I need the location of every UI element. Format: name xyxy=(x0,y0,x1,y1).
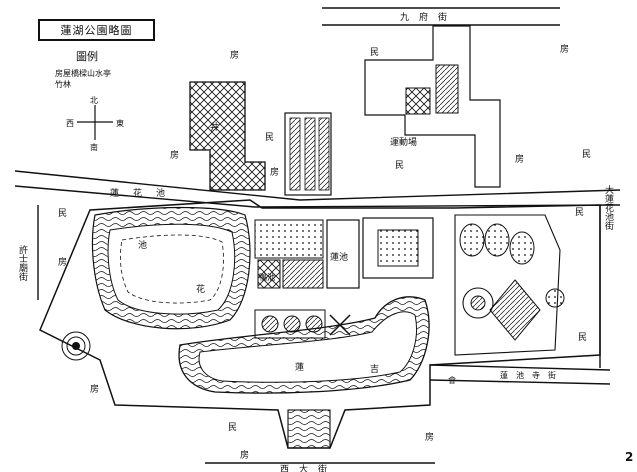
north-buildings xyxy=(364,25,501,188)
east-lower-street-label: 蓮池寺街 xyxy=(500,370,564,380)
legend-row-1: 房屋橋樑山水亭 xyxy=(55,69,111,78)
hall-label: 會 xyxy=(448,375,456,385)
legend-heading: 圖例 xyxy=(76,50,98,63)
compass-west: 西 xyxy=(66,119,74,128)
house-label-8: 房 xyxy=(240,449,249,461)
compass-east: 東 xyxy=(116,118,124,128)
min-label-2: 民 xyxy=(265,132,274,143)
compass-rose: 北 南 西 東 xyxy=(66,96,124,152)
map-title: 蓮湖公園略圖 xyxy=(38,19,155,41)
min-label-7: 民 xyxy=(575,207,584,218)
main-lake xyxy=(178,296,430,394)
top-street xyxy=(322,7,560,26)
flower-label: 花 xyxy=(196,283,205,295)
park-boundary xyxy=(39,199,601,449)
house-label-6: 房 xyxy=(58,256,67,268)
compass-south: 南 xyxy=(90,142,98,152)
legend: 房屋橋樑山水亭 竹林 xyxy=(55,68,111,90)
flower-garden xyxy=(454,214,565,356)
house-label-7: 房 xyxy=(90,383,99,395)
south-inlet xyxy=(287,409,331,449)
legend-row-2: 竹林 xyxy=(55,80,71,89)
east-street-label: 大蓮花池街 xyxy=(603,184,614,231)
house-label-5: 房 xyxy=(560,43,569,55)
min-label-1: 民 xyxy=(370,47,379,58)
min-label-4: 民 xyxy=(582,149,591,160)
street-top-label: 九府街 xyxy=(400,11,457,23)
house-label-9: 房 xyxy=(425,431,434,443)
map-title-text: 蓮湖公園略圖 xyxy=(60,24,133,37)
north-path-label: 蓮花池 xyxy=(110,187,179,199)
west-pond xyxy=(91,206,251,330)
striped-plots xyxy=(284,112,332,196)
street-bottom-label: 西大街 xyxy=(280,463,337,472)
west-pond-label: 池 xyxy=(138,239,147,251)
west-street-label: 許士廟街 xyxy=(17,244,28,282)
garden-pond-label: 蓮池 xyxy=(330,251,348,263)
north-road xyxy=(14,170,621,208)
house-label-3: 房 xyxy=(270,166,279,178)
min-label-3: 民 xyxy=(395,160,404,171)
lake-label-2: 吉 xyxy=(370,364,379,375)
well-label: 井 xyxy=(210,121,219,133)
sports-ground-label: 運動場 xyxy=(390,136,417,148)
crosshatch-field xyxy=(189,81,266,191)
compass-north: 北 xyxy=(90,96,98,105)
lake-label: 蓮 xyxy=(295,361,304,373)
house-label-1: 房 xyxy=(230,49,239,61)
house-label-4: 房 xyxy=(515,153,524,165)
duck-pond-label: 鴨池 xyxy=(259,272,275,282)
west-street-text: 許士廟街 xyxy=(17,244,28,282)
min-label-6: 民 xyxy=(228,422,237,433)
garden-beds xyxy=(254,217,434,339)
min-label-8: 民 xyxy=(578,332,587,343)
page-number: 2 xyxy=(625,450,634,464)
house-label-2: 房 xyxy=(170,149,179,161)
east-upper-street-text: 大蓮花池街 xyxy=(603,184,614,231)
min-label-5: 民 xyxy=(58,208,67,219)
spiral-mound xyxy=(61,331,91,361)
